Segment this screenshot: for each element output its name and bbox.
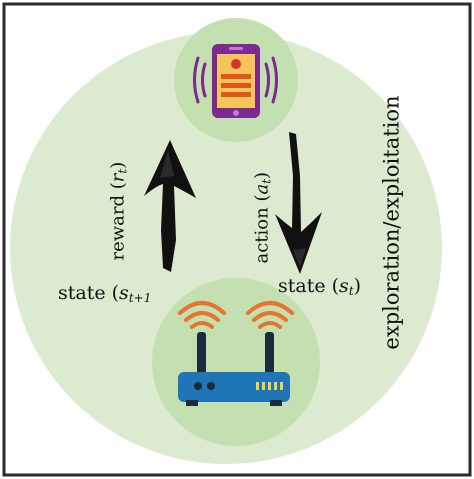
environment-circle	[10, 32, 442, 464]
action-arrow	[275, 132, 322, 274]
smartphone-vibrating-icon	[193, 44, 278, 118]
reward-arrow	[144, 140, 196, 272]
environment-node	[152, 278, 320, 446]
wifi-router-icon	[178, 301, 294, 406]
